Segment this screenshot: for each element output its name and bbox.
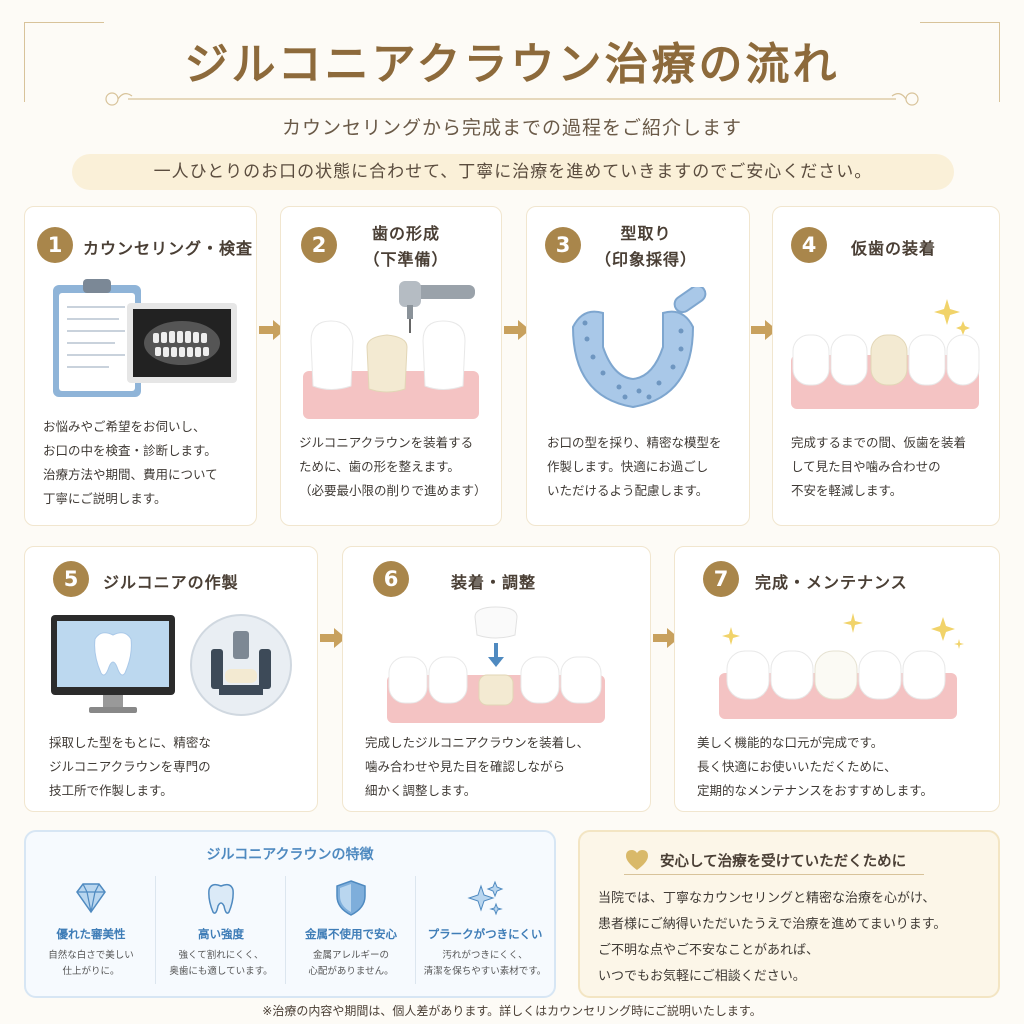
feature-name: プラークがつきにくい (427, 927, 543, 941)
feature-name: 優れた審美性 (56, 927, 126, 941)
shield-icon (336, 880, 366, 916)
step-title: 仮歯の装着 (851, 239, 937, 258)
sparkle-icon (467, 880, 504, 916)
title-ornament (105, 92, 919, 106)
arrow-right-icon (504, 320, 530, 340)
reassurance-panel: 安心して治療を受けていただくために 当院では、丁寧なカウンセリングと精密な治療を… (578, 830, 1000, 998)
clipboard-xray-illustration (53, 279, 237, 397)
feature-name: 金属不使用で安心 (305, 927, 397, 941)
features-panel: ジルコニアクラウンの特徴 優れた審美性 自然な白さで美しい 仕上がりに。 高い強… (24, 830, 556, 998)
page-subtitle: カウンセリングから完成までの過程をご紹介します (281, 117, 742, 139)
feature-item-plaque-resistant: プラークがつきにくい 汚れがつきにくく、 清潔を保ちやすい素材です。 (420, 872, 550, 990)
feature-item-metal-free: 金属不使用で安心 金属アレルギーの 心配がありません。 (286, 872, 416, 990)
step-title: 歯の形成 （下準備） (363, 224, 449, 269)
step-description: 完成するまでの間、仮歯を装着 して見た目や噛み合わせの 不安を軽減します。 (791, 435, 967, 498)
heart-icon (626, 850, 648, 870)
step-number-badge: 3 (545, 227, 581, 263)
temporary-teeth-illustration (791, 299, 980, 409)
frame-corner-top-left (24, 22, 104, 102)
crown-placement-illustration (387, 606, 605, 723)
diamond-icon (76, 883, 106, 914)
step-title: 装着・調整 (451, 573, 537, 592)
tooth-icon (208, 883, 234, 914)
step-number-badge: 4 (791, 227, 827, 263)
step-description: お悩みやご希望をお伺いし、 お口の中を検査・診断します。 治療方法や期間、費用に… (43, 419, 218, 506)
complete-teeth-illustration (719, 613, 964, 719)
reassurance-body: 当院では、丁寧なカウンセリングと精密な治療を心がけ、 患者様にご納得いただいたう… (598, 891, 947, 984)
footnote: ※治療の内容や期間は、個人差があります。詳しくはカウンセリング時にご説明いたしま… (262, 1004, 762, 1018)
step-description: ジルコニアクラウンを装着する ために、歯の形を整えます。 （必要最小限の削りで進… (299, 435, 487, 498)
step-description: 採取した型をもとに、精密な ジルコニアクラウンを専門の 技工所で作製します。 (49, 735, 211, 798)
page-title: ジルコニアクラウン治療の流れ (184, 39, 840, 90)
impression-tray-illustration (571, 287, 707, 409)
features-title: ジルコニアクラウンの特徴 (206, 847, 374, 863)
step-number-badge: 5 (53, 561, 89, 597)
step-number-badge: 6 (373, 561, 409, 597)
notice-banner: 一人ひとりのお口の状態に合わせて、丁寧に治療を進めていきますのでご安心ください。 (72, 154, 954, 190)
feature-divider (285, 876, 286, 984)
step-title: カウンセリング・検査 (83, 239, 254, 258)
frame-corner-top-right (920, 22, 1000, 102)
step-card-4: 4 仮歯の装着 完成するまでの間、仮歯を装着 して見た目や噛み合わせの 不安を軽… (772, 206, 1000, 526)
reassurance-title: 安心して治療を受けていただくために (660, 854, 907, 870)
step-card-2: 2 歯の形成 （下準備） ジルコニアクラウンを装着する ために、歯の形を整えます… (280, 206, 502, 526)
feature-description: 自然な白さで美しい 仕上がりに。 (48, 950, 134, 977)
arrow-right-icon (320, 628, 346, 648)
step-card-7: 7 完成・メンテナンス 美しく機能的な口元が完成です。 長く快適にお使いいただく… (674, 546, 1000, 812)
feature-item-aesthetic: 優れた審美性 自然な白さで美しい 仕上がりに。 (26, 872, 156, 990)
step-number-badge: 1 (37, 227, 73, 263)
step-number-badge: 7 (703, 561, 739, 597)
arrow-right-icon (259, 320, 285, 340)
feature-description: 汚れがつきにくく、 清潔を保ちやすい素材です。 (423, 950, 547, 977)
step-description: 完成したジルコニアクラウンを装着し、 噛み合わせや見た目を確認しながら 細かく調… (365, 735, 590, 798)
reassurance-divider (624, 874, 924, 875)
step-card-5: 5 ジルコニアの作製 採取した型をもとに、精密な ジルコニアクラウンを専門の 技… (24, 546, 318, 812)
cad-monitor-illustration (51, 614, 292, 716)
feature-item-strength: 高い強度 強くて割れにくく、 奥歯にも適しています。 (156, 872, 286, 990)
feature-divider (155, 876, 156, 984)
step-title: ジルコニアの作製 (103, 573, 239, 592)
arrow-right-icon (751, 320, 777, 340)
step-card-3: 3 型取り （印象採得） お口の型を採り、精密な模型を 作製します。快適にお過ご… (526, 206, 750, 526)
step-number-badge: 2 (301, 227, 337, 263)
feature-description: 強くて割れにくく、 奥歯にも適しています。 (169, 950, 273, 977)
feature-description: 金属アレルギーの 心配がありません。 (308, 950, 394, 977)
step-card-1: 1 カウンセリング・検査 お悩みやご希望をお伺いし、 お口の中を検査・診断します… (24, 206, 257, 526)
step-title: 完成・メンテナンス (755, 573, 908, 592)
arrow-right-icon (653, 628, 679, 648)
dental-drill-illustration (303, 281, 479, 419)
feature-name: 高い強度 (198, 927, 244, 941)
step-card-6: 6 装着・調整 完成したジルコニアクラウンを装着し、 噛み合わせや見た目を確認し… (342, 546, 651, 812)
step-description: お口の型を採り、精密な模型を 作製します。快適にお過ごし いただけるよう配慮しま… (547, 435, 722, 498)
feature-divider (415, 876, 416, 984)
step-description: 美しく機能的な口元が完成です。 長く快適にお使いいただくために、 定期的なメンテ… (697, 735, 934, 798)
step-title: 型取り （印象採得） (594, 224, 697, 269)
